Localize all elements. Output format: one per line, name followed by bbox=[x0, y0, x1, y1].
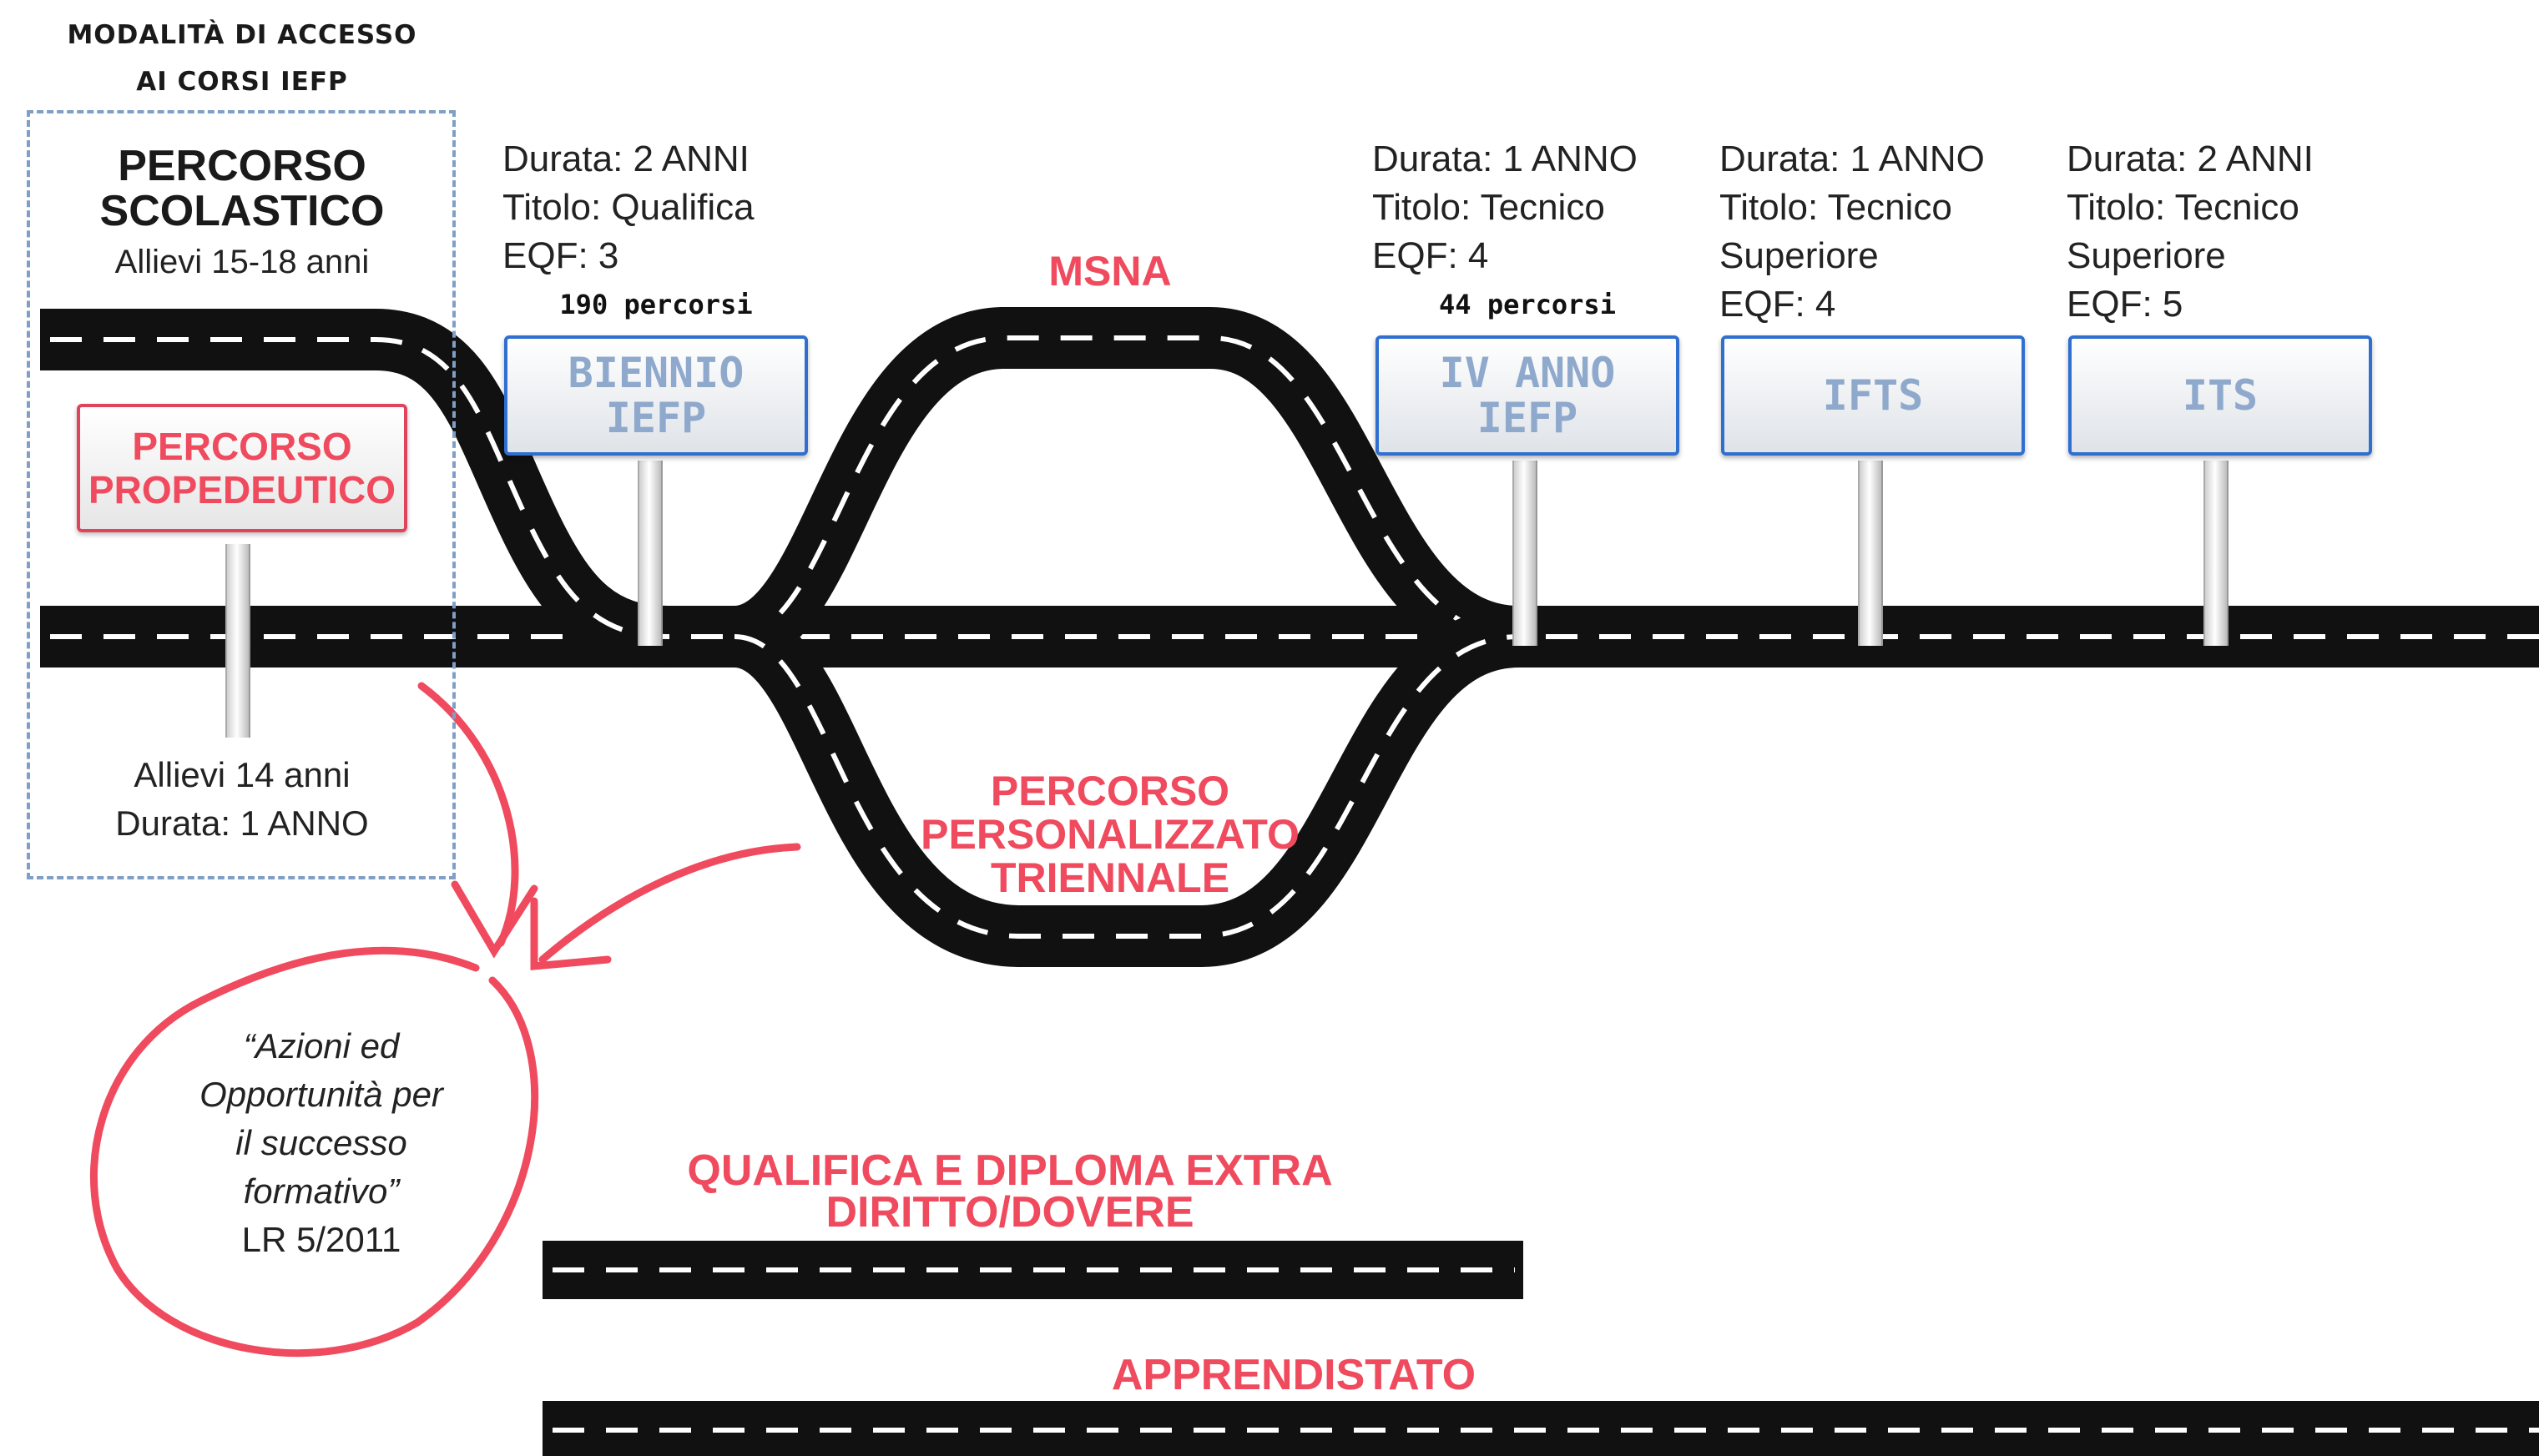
scolastico-title: PERCORSO SCOLASTICO bbox=[33, 144, 451, 234]
qualifica-line-1: QUALIFICA E DIPLOMA EXTRA bbox=[687, 1146, 1333, 1195]
personalizzato-line-1: PERCORSO bbox=[990, 768, 1230, 814]
quote-circle bbox=[90, 946, 539, 1357]
biennio-info: Durata: 2 ANNI Titolo: Qualifica EQF: 3 bbox=[502, 135, 755, 280]
qualifica-diploma-label: QUALIFICA E DIPLOMA EXTRA DIRITTO/DOVERE bbox=[584, 1146, 1436, 1237]
its-label: ITS bbox=[2182, 371, 2259, 420]
iv-anno-title: Titolo: Tecnico bbox=[1372, 187, 1605, 228]
ifts-label: IFTS bbox=[1822, 371, 1924, 420]
scolastico-title-line-2: SCOLASTICO bbox=[99, 187, 385, 235]
its-title-cont: Superiore bbox=[2067, 235, 2226, 276]
header-line-2: AI CORSI IEFP bbox=[136, 67, 348, 97]
ifts-title-cont: Superiore bbox=[1719, 235, 1879, 276]
access-modes-header: MODALITÀ DI ACCESSO AI CORSI IEFP bbox=[33, 12, 451, 105]
quote-line-1: “Azioni ed bbox=[243, 1026, 400, 1066]
propedeutico-pole bbox=[225, 544, 250, 738]
personalizzato-line-2: PERSONALIZZATO bbox=[921, 811, 1300, 858]
iv-anno-duration: Durata: 1 ANNO bbox=[1372, 139, 1638, 179]
biennio-title: Titolo: Qualifica bbox=[502, 187, 755, 228]
iv-anno-label-line-1: IV ANNO bbox=[1439, 349, 1616, 397]
personalizzato-label: PERCORSO PERSONALIZZATO TRIENNALE bbox=[885, 769, 1335, 899]
its-title: Titolo: Tecnico bbox=[2067, 187, 2299, 228]
qualifica-line-2: DIRITTO/DOVERE bbox=[825, 1188, 1194, 1237]
arrow-from-box-head bbox=[451, 880, 538, 959]
propedeutico-sign: PERCORSO PROPEDEUTICO bbox=[77, 404, 407, 532]
arrow-from-personalizzato bbox=[538, 843, 801, 964]
ifts-title: Titolo: Tecnico bbox=[1719, 187, 1952, 228]
its-eqf: EQF: 5 bbox=[2067, 284, 2183, 325]
scolastico-title-line-1: PERCORSO bbox=[118, 142, 366, 190]
iv-anno-label-line-2: IEFP bbox=[1476, 394, 1578, 442]
scolastico-subtitle: Allievi 15-18 anni bbox=[114, 244, 370, 280]
its-info: Durata: 2 ANNI Titolo: Tecnico Superiore… bbox=[2067, 135, 2314, 329]
quote-line-3: il successo bbox=[235, 1123, 407, 1162]
biennio-pole bbox=[638, 461, 663, 646]
biennio-duration: Durata: 2 ANNI bbox=[502, 139, 750, 179]
iv-anno-info: Durata: 1 ANNO Titolo: Tecnico EQF: 4 bbox=[1372, 135, 1638, 280]
ifts-eqf: EQF: 4 bbox=[1719, 284, 1836, 325]
propedeutico-info-line-2: Durata: 1 ANNO bbox=[115, 804, 369, 843]
propedeutico-label-line-2: PROPEDEUTICO bbox=[88, 468, 396, 511]
its-sign: ITS bbox=[2068, 335, 2372, 456]
ifts-pole bbox=[1858, 461, 1883, 646]
quote-law: LR 5/2011 bbox=[241, 1220, 401, 1259]
iv-anno-pole bbox=[1512, 461, 1537, 646]
propedeutico-info: Allievi 14 anni Durata: 1 ANNO bbox=[33, 751, 451, 848]
its-duration: Durata: 2 ANNI bbox=[2067, 139, 2314, 179]
iv-anno-iefp-sign: IV ANNO IEFP bbox=[1376, 335, 1679, 456]
personalizzato-line-3: TRIENNALE bbox=[990, 854, 1230, 901]
propedeutico-info-line-1: Allievi 14 anni bbox=[134, 755, 351, 794]
ifts-info: Durata: 1 ANNO Titolo: Tecnico Superiore… bbox=[1719, 135, 1985, 329]
access-box bbox=[27, 110, 456, 879]
ifts-sign: IFTS bbox=[1721, 335, 2025, 456]
msna-loop bbox=[731, 307, 1522, 668]
msna-label: MSNA bbox=[1048, 248, 1172, 295]
iv-anno-count: 44 percorsi bbox=[1439, 289, 1616, 320]
ifts-duration: Durata: 1 ANNO bbox=[1719, 139, 1985, 179]
quote-line-2: Opportunità per bbox=[199, 1075, 443, 1114]
personalizzato-loop bbox=[731, 606, 1522, 967]
biennio-label-line-1: BIENNIO bbox=[568, 349, 745, 397]
quote-text: “Azioni ed Opportunità per il successo f… bbox=[134, 1022, 509, 1264]
biennio-label-line-2: IEFP bbox=[605, 394, 707, 442]
header-line-1: MODALITÀ DI ACCESSO bbox=[67, 20, 417, 50]
iv-anno-eqf: EQF: 4 bbox=[1372, 235, 1489, 276]
biennio-iefp-sign: BIENNIO IEFP bbox=[504, 335, 808, 456]
apprendistato-label: APPRENDISTATO bbox=[1111, 1351, 1476, 1399]
scolastico-road bbox=[40, 309, 669, 668]
propedeutico-label-line-1: PERCORSO bbox=[132, 425, 352, 468]
biennio-count: 190 percorsi bbox=[559, 289, 753, 320]
biennio-eqf: EQF: 3 bbox=[502, 235, 619, 276]
its-pole bbox=[2203, 461, 2229, 646]
quote-line-4: formativo” bbox=[243, 1171, 400, 1211]
arrow-from-personalizzato-head bbox=[530, 897, 612, 970]
